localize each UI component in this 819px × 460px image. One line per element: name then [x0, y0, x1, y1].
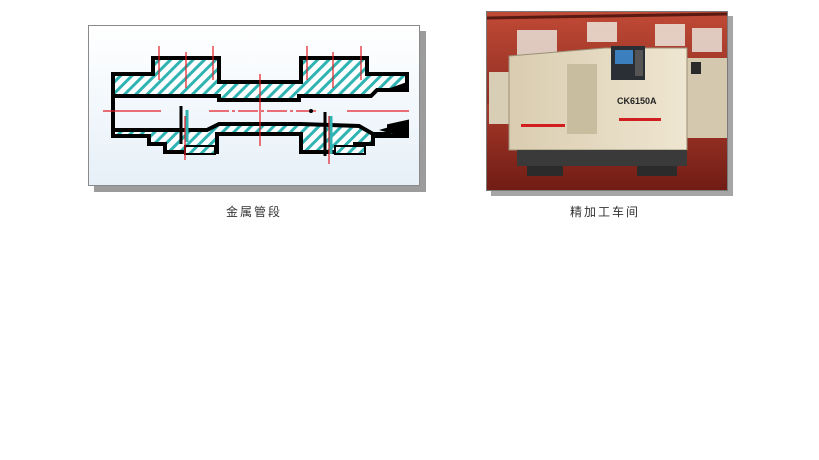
caption-metal-pipe-section: 金属管段: [226, 205, 283, 219]
machine-label: CK6150A: [617, 96, 657, 106]
workshop-photo-illustration: CK6150A: [487, 12, 727, 190]
lower-wall: [111, 119, 409, 154]
pipe-section-drawing: [89, 26, 419, 185]
workshop-photo: CK6150A: [486, 11, 728, 191]
pipe-section-figure: [88, 25, 420, 186]
caption-finishing-workshop: 精加工车间: [570, 205, 641, 219]
